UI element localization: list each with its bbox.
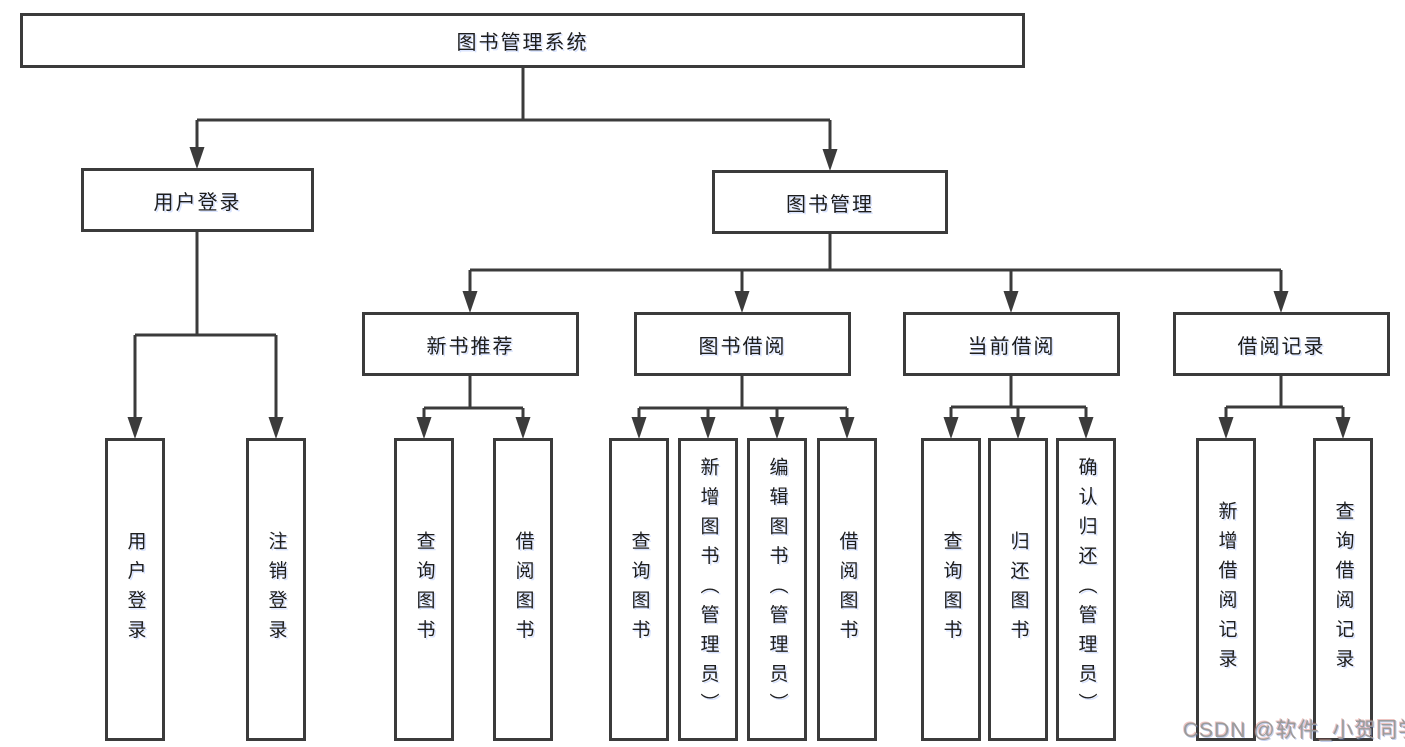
arrow-head — [1010, 417, 1026, 439]
arrow-head — [1335, 417, 1351, 439]
arrow-head — [189, 147, 205, 169]
node-borrow-records: 借阅记录 — [1173, 312, 1390, 376]
leaf-query-borrow-record: 查询借阅记录 — [1313, 438, 1373, 741]
leaf-query-books-borrow: 查询图书 — [609, 438, 669, 741]
arrow-head — [462, 291, 478, 313]
leaf-return-books: 归还图书 — [988, 438, 1048, 741]
leaf-label: 确认归还（管理员） — [1075, 456, 1097, 723]
node-new-book-recommend: 新书推荐 — [362, 312, 579, 376]
connector-current-children — [943, 376, 1094, 439]
arrow-head — [515, 417, 531, 439]
connector-borrow-children — [631, 376, 855, 439]
arrow-head — [416, 417, 432, 439]
leaf-user-login: 用户登录 — [105, 438, 165, 741]
leaf-borrow-books: 借阅图书 — [817, 438, 877, 741]
connector-root-to-level2 — [189, 68, 838, 171]
leaf-add-books-admin: 新增图书（管理员） — [678, 438, 738, 741]
arrow-head — [769, 417, 785, 439]
leaf-label: 借阅图书 — [836, 530, 858, 649]
leaf-edit-books-admin: 编辑图书（管理员） — [747, 438, 807, 741]
leaf-label: 借阅图书 — [512, 530, 534, 649]
leaf-label: 新增借阅记录 — [1215, 501, 1237, 678]
connector-login-children — [127, 232, 284, 439]
leaf-borrow-books-recommend: 借阅图书 — [493, 438, 553, 741]
leaf-confirm-return-admin: 确认归还（管理员） — [1056, 438, 1116, 741]
arrow-head — [268, 417, 284, 439]
node-current-borrow: 当前借阅 — [903, 312, 1120, 376]
arrow-head — [1273, 291, 1289, 313]
node-user-login: 用户登录 — [81, 168, 314, 232]
leaf-query-books-current: 查询图书 — [921, 438, 981, 741]
arrow-head — [631, 417, 647, 439]
arrow-head — [734, 291, 750, 313]
arrow-head — [822, 149, 838, 171]
node-book-management: 图书管理 — [712, 170, 948, 234]
leaf-label: 注销登录 — [265, 530, 287, 649]
leaf-label: 新增图书（管理员） — [697, 456, 719, 723]
leaf-label: 查询借阅记录 — [1332, 501, 1354, 678]
arrow-head — [127, 417, 143, 439]
connector-records-children — [1218, 376, 1351, 439]
arrow-head — [943, 417, 959, 439]
csdn-watermark: CSDN @软件_小贺同学 — [1183, 719, 1405, 742]
connector-recommend-children — [416, 376, 531, 439]
leaf-add-borrow-record: 新增借阅记录 — [1196, 438, 1256, 741]
leaf-label: 用户登录 — [124, 530, 146, 649]
leaf-label: 查询图书 — [413, 530, 435, 649]
leaf-query-books-recommend: 查询图书 — [394, 438, 454, 741]
leaf-label: 查询图书 — [940, 530, 962, 649]
arrow-head — [1078, 417, 1094, 439]
arrow-head — [1218, 417, 1234, 439]
leaf-label: 归还图书 — [1007, 530, 1029, 649]
node-book-borrow: 图书借阅 — [634, 312, 851, 376]
arrow-head — [839, 417, 855, 439]
arrow-head — [700, 417, 716, 439]
connector-mgmt-to-level3 — [462, 234, 1289, 313]
node-system-root: 图书管理系统 — [20, 13, 1025, 68]
leaf-label: 查询图书 — [628, 530, 650, 649]
leaf-logout: 注销登录 — [246, 438, 306, 741]
leaf-label: 编辑图书（管理员） — [766, 456, 788, 723]
arrow-head — [1003, 291, 1019, 313]
